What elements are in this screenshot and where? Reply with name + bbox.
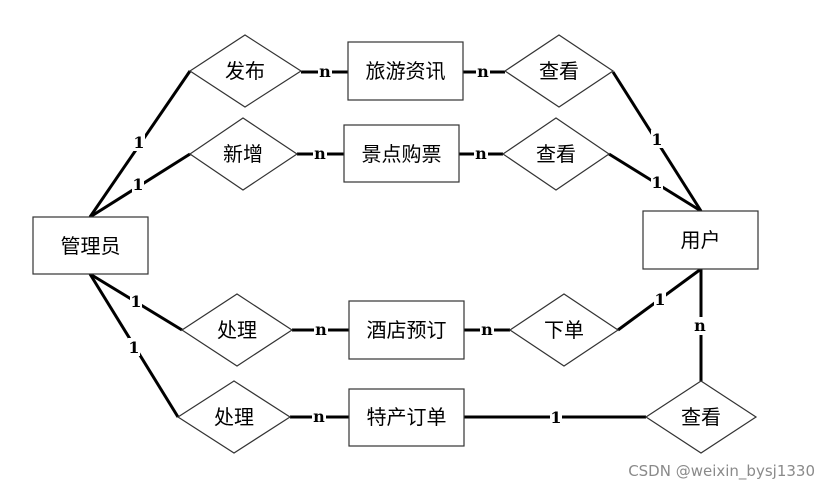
cardinality-admin-add: 1: [132, 175, 143, 194]
entity-travel-news-label: 旅游资讯: [366, 59, 446, 83]
relationship-process-hotel: 处理: [180, 293, 294, 367]
relationship-view-ticket-label: 查看: [536, 142, 576, 166]
entity-hotel-booking-label: 酒店预订: [367, 318, 447, 342]
entity-user: 用户: [642, 210, 759, 270]
entity-attraction-ticket: 景点购票: [343, 124, 460, 183]
relationship-add: 新增: [188, 117, 299, 191]
entity-travel-news: 旅游资讯: [347, 41, 464, 101]
cardinality-labels: 1 n n 1 1 n n 1 1 n n 1 1 n 1 n: [128, 62, 707, 427]
relationship-process-specialty: 处理: [176, 380, 292, 454]
watermark-text: CSDN @weixin_bysj1330: [628, 462, 815, 481]
entity-admin-label: 管理员: [61, 234, 121, 258]
relationship-publish: 发布: [188, 34, 303, 108]
cardinality-view-user-1: 1: [651, 130, 662, 149]
cardinality-booking-order: n: [481, 320, 493, 339]
relationship-view-news-label: 查看: [539, 59, 579, 83]
entity-specialty-order: 特产订单: [348, 388, 465, 447]
entity-attraction-ticket-label: 景点购票: [362, 142, 442, 166]
cardinality-news-view: n: [477, 62, 489, 81]
cardinality-add-ticket: n: [314, 144, 326, 163]
relationship-publish-label: 发布: [225, 59, 265, 83]
cardinality-view-user-3: n: [694, 316, 706, 335]
relationship-view-specialty: 查看: [644, 380, 758, 454]
relationship-add-label: 新增: [223, 142, 263, 166]
entity-hotel-booking: 酒店预订: [348, 300, 465, 360]
edges: [88, 70, 703, 419]
cardinality-process-hotel-booking: n: [315, 320, 327, 339]
relationship-place-order: 下单: [508, 293, 620, 367]
cardinality-ticket-view: n: [475, 144, 487, 163]
cardinality-process-specialty-order: n: [313, 407, 325, 426]
relationship-process-hotel-label: 处理: [217, 318, 257, 342]
cardinality-order-user: 1: [654, 290, 665, 309]
cardinality-view-user-2: 1: [651, 173, 662, 192]
cardinality-admin-process-hotel: 1: [130, 292, 141, 311]
relationship-process-specialty-label: 处理: [214, 405, 254, 429]
cardinality-admin-publish: 1: [133, 133, 144, 152]
entity-specialty-order-label: 特产订单: [367, 405, 447, 429]
relationship-view-news: 查看: [503, 34, 615, 108]
entity-user-label: 用户: [681, 228, 721, 252]
cardinality-publish-news: n: [319, 62, 331, 81]
cardinality-admin-process-specialty: 1: [128, 338, 139, 357]
entity-admin: 管理员: [32, 216, 149, 275]
relationship-view-ticket: 查看: [501, 117, 611, 191]
relationship-view-specialty-label: 查看: [681, 405, 721, 429]
relationship-place-order-label: 下单: [544, 318, 584, 342]
cardinality-specialty-view: 1: [550, 408, 561, 427]
